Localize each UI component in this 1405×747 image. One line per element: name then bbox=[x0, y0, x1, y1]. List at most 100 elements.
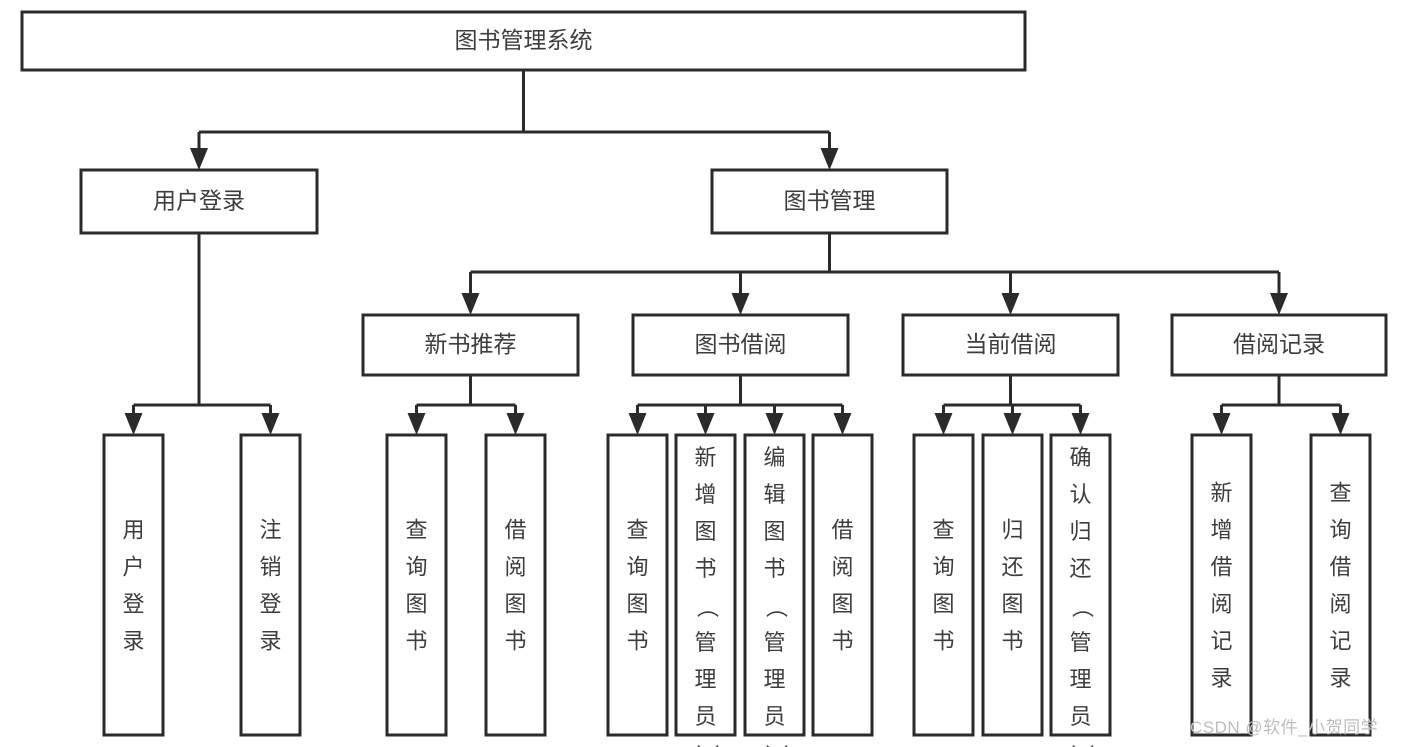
node-label-char: 书 bbox=[405, 628, 427, 653]
node-box[interactable] bbox=[20, 10, 1027, 72]
node-label-char: 还 bbox=[1001, 554, 1023, 579]
node-new-book-rec[interactable]: 新书推荐 bbox=[361, 313, 580, 377]
node-label-char: 辑 bbox=[763, 482, 785, 507]
node-label-char: 新 bbox=[694, 445, 716, 470]
node-label-char: 增 bbox=[1210, 517, 1232, 542]
node-box[interactable] bbox=[484, 433, 547, 737]
arrow-head-icon bbox=[833, 413, 852, 435]
node-label-char: 理 bbox=[1069, 667, 1091, 692]
node-label-char: 查 bbox=[1329, 480, 1351, 505]
node-label-char: （ bbox=[1070, 596, 1095, 618]
node-box[interactable] bbox=[674, 433, 737, 737]
node-label-char: ） bbox=[695, 744, 720, 747]
node-label-char: 员 bbox=[763, 704, 785, 729]
arrow-head-icon bbox=[1331, 413, 1350, 435]
node-label-char: 归 bbox=[1001, 517, 1023, 542]
node-label-char: 户 bbox=[122, 554, 144, 579]
arrow-head-icon bbox=[124, 413, 143, 435]
node-label-char: 员 bbox=[694, 704, 716, 729]
node-label-char: 借 bbox=[831, 517, 853, 542]
node-label: 图书管理系统 bbox=[455, 27, 593, 53]
arrow-head-icon bbox=[261, 413, 280, 435]
node-label-char: 阅 bbox=[831, 554, 853, 579]
node-label-char: 还 bbox=[1069, 556, 1091, 581]
node-box[interactable] bbox=[79, 168, 319, 235]
node-label-char: 阅 bbox=[504, 554, 526, 579]
arrow-head-icon bbox=[934, 413, 953, 435]
arrow-head-icon bbox=[190, 148, 208, 170]
node-label-char: （ bbox=[764, 596, 789, 618]
node-label-char: ） bbox=[1070, 744, 1095, 747]
node-box[interactable] bbox=[1309, 433, 1372, 737]
node-label-char: 书 bbox=[1001, 628, 1023, 653]
arrow-head-icon bbox=[461, 293, 480, 315]
node-label-char: 书 bbox=[626, 628, 648, 653]
node-label-char: 图 bbox=[694, 519, 716, 544]
node-label-char: 查 bbox=[405, 517, 427, 542]
node-box[interactable] bbox=[631, 313, 850, 377]
node-box[interactable] bbox=[1049, 433, 1112, 737]
node-label-char: 图 bbox=[405, 591, 427, 616]
node-borrow-record[interactable]: 借阅记录 bbox=[1170, 313, 1388, 377]
arrow-head-icon bbox=[820, 148, 839, 170]
node-box[interactable] bbox=[743, 433, 806, 737]
node-box[interactable] bbox=[912, 433, 975, 737]
node-label-char: 查 bbox=[932, 517, 954, 542]
arrow-head-icon bbox=[731, 293, 750, 315]
node-label-char: 阅 bbox=[1210, 591, 1232, 616]
node-box[interactable] bbox=[811, 433, 874, 737]
arrow-head-icon bbox=[696, 413, 715, 435]
arrow-head-icon bbox=[1003, 413, 1022, 435]
node-box[interactable] bbox=[710, 168, 949, 235]
node-label-char: 借 bbox=[504, 517, 526, 542]
node-label-char: 录 bbox=[122, 628, 144, 653]
edges-layer bbox=[124, 70, 1350, 435]
node-label: 当前借阅 bbox=[965, 331, 1057, 357]
node-book-borrow[interactable]: 图书借阅 bbox=[631, 313, 850, 377]
node-box[interactable] bbox=[981, 433, 1044, 737]
node-label-char: 询 bbox=[405, 554, 427, 579]
node-box[interactable] bbox=[1190, 433, 1253, 737]
node-box[interactable] bbox=[1170, 313, 1388, 377]
node-label-char: 记 bbox=[1329, 628, 1351, 653]
node-label-char: 注 bbox=[259, 517, 281, 542]
node-box[interactable] bbox=[239, 433, 302, 737]
node-root[interactable]: 图书管理系统 bbox=[20, 10, 1027, 72]
node-label-char: 确 bbox=[1069, 445, 1091, 470]
arrow-head-icon bbox=[407, 413, 426, 435]
node-label-char: 登 bbox=[259, 591, 281, 616]
node-book-manage[interactable]: 图书管理 bbox=[710, 168, 949, 235]
node-label-char: 图 bbox=[831, 591, 853, 616]
node-current-borrow[interactable]: 当前借阅 bbox=[901, 313, 1120, 377]
node-box[interactable] bbox=[102, 433, 165, 737]
node-label: 借阅记录 bbox=[1233, 331, 1325, 357]
node-user-login[interactable]: 用户登录 bbox=[79, 168, 319, 235]
node-box[interactable] bbox=[901, 313, 1120, 377]
node-box[interactable] bbox=[606, 433, 669, 737]
node-label-char: 管 bbox=[763, 630, 785, 655]
node-label-char: 借 bbox=[1210, 554, 1232, 579]
node-label-char: 记 bbox=[1210, 628, 1232, 653]
node-box[interactable] bbox=[361, 313, 580, 377]
node-box[interactable] bbox=[385, 433, 448, 737]
node-label: 图书借阅 bbox=[695, 331, 787, 357]
node-label-char: 理 bbox=[763, 667, 785, 692]
node-label-char: 书 bbox=[763, 556, 785, 581]
node-label-char: 书 bbox=[504, 628, 526, 653]
node-label-char: 图 bbox=[626, 591, 648, 616]
node-leaf-user-login[interactable]: 用户登录 bbox=[102, 433, 165, 737]
nodes-layer: 图书管理系统用户登录图书管理新书推荐图书借阅当前借阅借阅记录用户登录注销登录查询… bbox=[20, 10, 1388, 747]
